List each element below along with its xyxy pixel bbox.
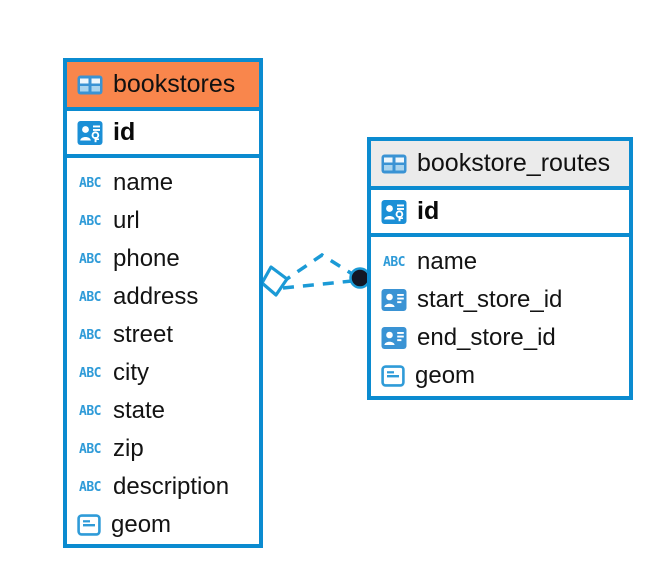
relationship-line-upper	[280, 252, 358, 285]
primary-key-row[interactable]: id	[371, 190, 629, 237]
abc-text-icon: ABC	[79, 403, 101, 419]
abc-text-icon: ABC	[79, 251, 101, 267]
field-row[interactable]: ABC city	[77, 354, 249, 392]
field-row[interactable]: geom	[381, 357, 619, 395]
field-row[interactable]: ABC description	[77, 468, 249, 506]
field-label: geom	[111, 511, 172, 538]
primary-key-label: id	[113, 118, 136, 146]
entity-bookstore-routes[interactable]: bookstore_routes id ABC name	[367, 137, 633, 400]
abc-text-icon: ABC	[383, 254, 405, 270]
relationship-line-lower	[282, 279, 353, 290]
primary-key-label: id	[417, 197, 440, 225]
field-row[interactable]: start_store_id	[381, 281, 619, 319]
field-label: start_store_id	[417, 286, 563, 313]
entity-title: bookstore_routes	[417, 149, 611, 177]
field-label: city	[113, 359, 149, 386]
foreign-key-icon	[381, 326, 407, 350]
field-label: street	[113, 321, 174, 348]
table-icon	[77, 75, 103, 95]
abc-text-icon: ABC	[79, 289, 101, 305]
field-label: description	[113, 473, 230, 500]
field-row[interactable]: ABC street	[77, 316, 249, 354]
field-label: name	[417, 248, 478, 275]
abc-text-icon: ABC	[79, 327, 101, 343]
field-label: phone	[113, 245, 180, 272]
entity-title: bookstores	[113, 70, 236, 98]
field-label: end_store_id	[417, 324, 556, 351]
field-row[interactable]: ABC address	[77, 278, 249, 316]
diamond-icon	[260, 265, 289, 297]
field-row[interactable]: ABC zip	[77, 430, 249, 468]
field-label: zip	[113, 435, 144, 462]
abc-text-icon: ABC	[79, 365, 101, 381]
abc-text-icon: ABC	[79, 441, 101, 457]
field-row[interactable]: ABC phone	[77, 240, 249, 278]
field-row[interactable]: geom	[77, 506, 249, 544]
field-label: name	[113, 169, 174, 196]
entity-bookstores[interactable]: bookstores id ABC name	[63, 58, 263, 548]
geometry-icon	[77, 514, 101, 536]
table-icon	[381, 154, 407, 174]
abc-text-icon: ABC	[79, 479, 101, 495]
field-label: url	[113, 207, 140, 234]
field-label: state	[113, 397, 166, 424]
field-row[interactable]: ABC url	[77, 202, 249, 240]
primary-key-row[interactable]: id	[67, 111, 259, 158]
field-row[interactable]: ABC state	[77, 392, 249, 430]
field-label: geom	[415, 362, 476, 389]
entity-header-bookstore-routes[interactable]: bookstore_routes	[371, 141, 629, 190]
foreign-key-icon	[381, 288, 407, 312]
entity-header-bookstores[interactable]: bookstores	[67, 62, 259, 111]
abc-text-icon: ABC	[79, 213, 101, 229]
field-row[interactable]: ABC name	[77, 164, 249, 202]
geometry-icon	[381, 365, 405, 387]
primary-key-icon	[381, 199, 407, 225]
primary-key-icon	[77, 120, 103, 146]
field-row[interactable]: end_store_id	[381, 319, 619, 357]
field-list-bookstore-routes: ABC name start_store_id	[371, 237, 629, 403]
field-row[interactable]: ABC name	[381, 243, 619, 281]
abc-text-icon: ABC	[79, 175, 101, 191]
field-label: address	[113, 283, 199, 310]
field-list-bookstores: ABC name ABC url ABC phone ABC address A…	[67, 158, 259, 552]
